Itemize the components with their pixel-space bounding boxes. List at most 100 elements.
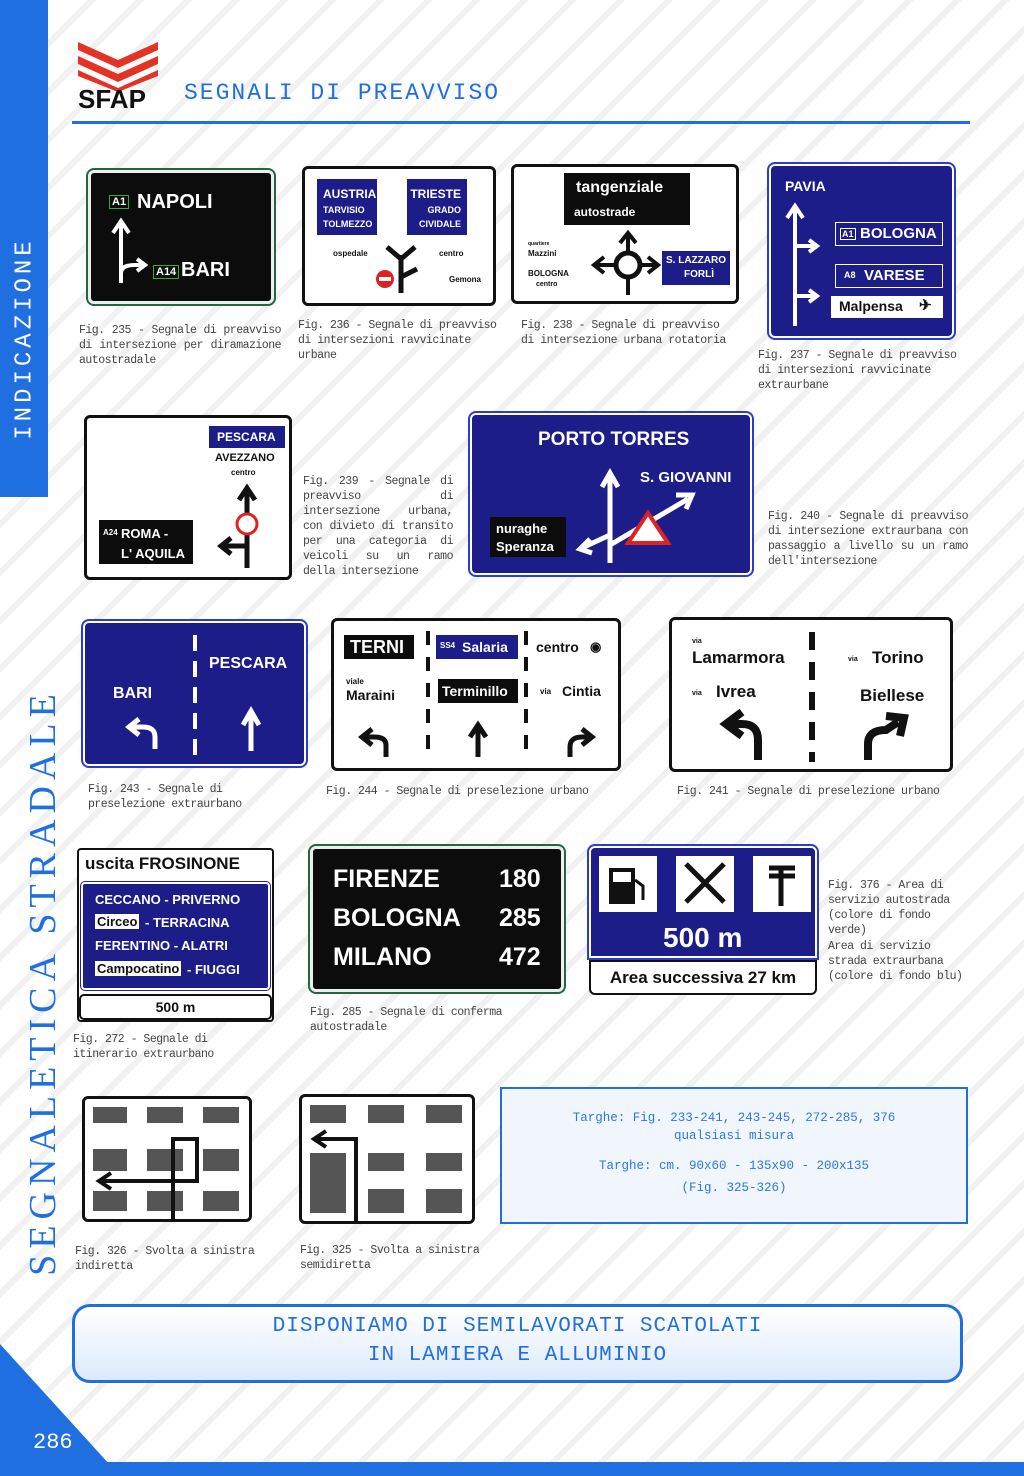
lane-arrows-icon [124,635,262,755]
sign-fig-235: A1 NAPOLI A14 BARI [86,168,276,306]
destination: autostrade [574,205,636,219]
label: BOLOGNA [528,269,569,278]
label: centro [439,249,464,258]
destination: tangenziale [576,179,664,196]
centre-icon: ◉ [590,639,602,654]
promo-banner: DISPONIAMO DI SEMILAVORATI SCATOLATI IN … [72,1304,963,1383]
destination: TARVISIO [323,205,365,215]
destination: FERENTINO - ALATRI [95,938,228,953]
label: Gemona [449,275,482,284]
info-line: (Fig. 325-326) [681,1181,787,1195]
city: FIRENZE [333,865,440,893]
destination: BARI [113,685,153,702]
arrow-icon [575,467,696,563]
destination: - TERRACINA [145,915,230,930]
destination: nuraghe [496,521,548,536]
caption-fig-235: Fig. 235 - Segnale di preavviso di inter… [79,324,282,367]
destination: Torino [872,648,924,667]
sign-fig-325 [299,1094,475,1224]
destination-badge: Circeo [95,914,140,929]
restaurant-icon [676,856,734,912]
info-line: Targhe: cm. 90x60 - 135x90 - 200x135 [598,1159,870,1173]
caption-fig-272: Fig. 272 - Segnale di itinerario extraur… [73,1033,214,1061]
destination: Ivrea [716,682,756,701]
destination: Cintia [562,683,601,699]
destination: FORLÌ [684,269,714,280]
junction-arrows-icon [376,245,419,293]
destination: S. LAZZARO [666,255,726,266]
destination: PORTO TORRES [538,429,690,450]
exit-label: uscita FROSINONE [85,854,240,873]
arrow-icon [216,483,259,568]
destination: PAVIA [785,178,826,194]
roundabout-icon [590,229,662,295]
semi-direct-left-turn-diagram [310,1105,462,1221]
caption-fig-238: Fig. 238 - Segnale di preavviso di inter… [521,319,726,347]
destination: Terminillo [442,683,508,699]
label: ospedale [333,249,368,258]
destination: TRIESTE [410,187,461,201]
distance: 180 [499,865,541,893]
next-area-panel: Area successiva 27 km [589,960,817,995]
caption-fig-236: Fig. 236 - Segnale di preavviso di inter… [298,319,497,362]
banner-line: DISPONIAMO DI SEMILAVORATI SCATOLATI [272,1315,763,1338]
sizes-info-box: Targhe: Fig. 233-241, 243-245, 272-285, … [500,1087,968,1224]
destination: BOLOGNA [860,225,937,242]
airplane-icon: ✈ [919,297,932,314]
destination: Speranza [496,539,554,554]
destination: Malpensa [839,298,903,314]
label: viale [346,677,364,686]
side-label-segnaletica: SEGNALETICA STRADALE [22,688,64,1276]
route-badge: SS4 [440,641,456,650]
sign-fig-272: uscita FROSINONE CECCANO - PRIVERNO Circ… [77,848,274,1022]
label: centro [536,281,558,288]
route-badge: A24 [103,528,118,537]
arrow-icon [785,202,821,326]
destination: TERNI [350,637,404,657]
route-badge: A1 [840,228,856,240]
destination: CECCANO - PRIVERNO [95,892,241,907]
destination: AVEZZANO [215,452,275,464]
destination: CIVIDALE [418,219,461,229]
destination: BARI [181,259,230,281]
label: via [692,690,702,697]
destination-badge: Campocatino [95,961,182,976]
route-badge: A14 [153,265,180,279]
sign-fig-326 [82,1096,252,1222]
destination: - FIUGGI [187,962,240,977]
city: MILANO [333,943,432,971]
indirect-left-turn-diagram [93,1107,239,1219]
destination: VARESE [864,267,925,284]
distance-label: 500 m [155,999,196,1015]
page-title: SEGNALI DI PREAVVISO [184,80,501,106]
destination: PESCARA [209,655,288,672]
destination: S. GIOVANNI [640,469,732,486]
route-badge: A1 [109,195,130,209]
label: Mazzini [528,249,557,258]
destination: centro [536,639,579,655]
side-tab-indicazione [0,0,48,497]
info-line: Targhe: Fig. 233-241, 243-245, 272-285, … [572,1111,896,1125]
destination: AUSTRIA [323,187,377,201]
page-number: 286 [33,1430,73,1455]
side-label-indicazione: INDICAZIONE [11,237,39,440]
destination: Salaria [462,639,508,655]
sign-fig-376: 500 m [587,844,819,960]
distance-label: 500 m [663,922,743,953]
destination: Biellese [860,686,925,705]
destination: Lamarmora [692,648,785,667]
title-rule [72,121,970,124]
label: via [540,687,552,696]
page-corner [0,1344,120,1476]
fuel-icon [599,856,657,912]
caption-fig-244: Fig. 244 - Segnale di preselezione urban… [326,785,589,798]
caption-fig-240: Fig. 240 - Segnale di preavviso di inter… [768,510,969,568]
sign-fig-241: via Lamarmora via Torino via Ivrea Biell… [669,617,953,772]
caption-fig-239: Fig. 239 - Segnale di preavviso di inter… [303,475,454,578]
lane-arrows-icon [357,631,597,761]
